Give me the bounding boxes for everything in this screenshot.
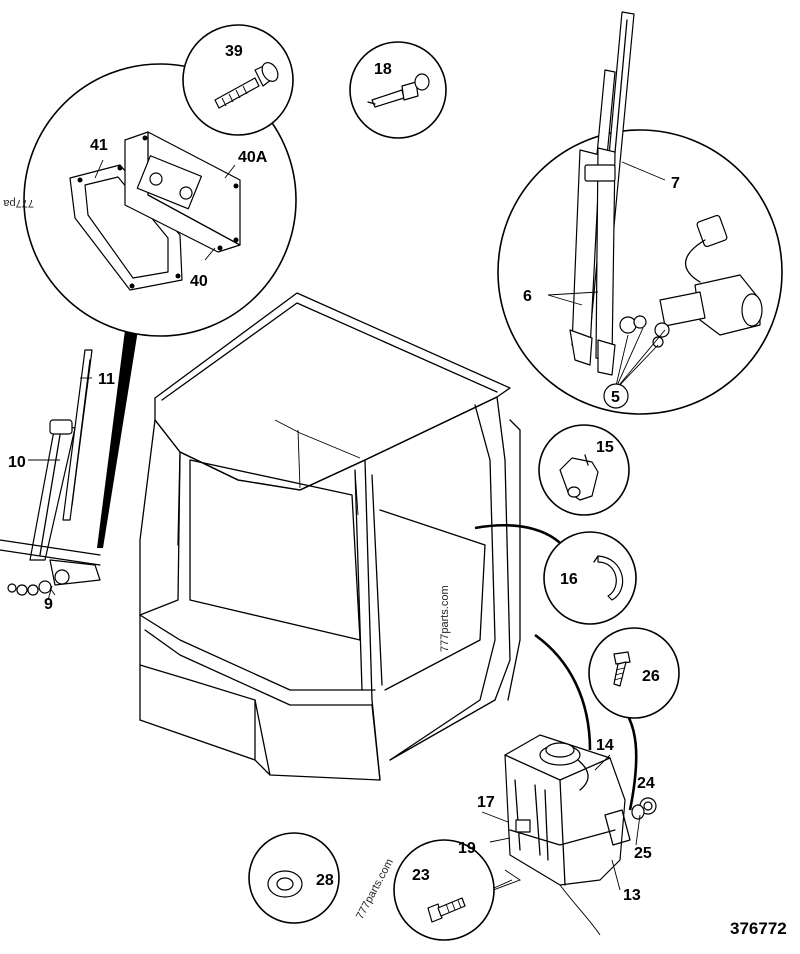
callout-39: 39	[225, 43, 243, 60]
callout-6: 6	[523, 288, 532, 305]
left-wiper-assembly	[0, 349, 101, 601]
watermark-2: 777parts.com	[354, 857, 396, 921]
callout-40: 40	[190, 273, 208, 290]
detail-circle-clamp-16	[543, 531, 637, 625]
callout-14: 14	[596, 737, 614, 754]
detail-circle-stud-18	[349, 41, 447, 139]
callout-26: 26	[642, 668, 660, 685]
detail-circle-bolt-39	[182, 24, 294, 136]
callout-25: 25	[634, 845, 652, 862]
callout-leaders	[28, 459, 641, 891]
callout-13: 13	[623, 887, 641, 904]
callout-41: 41	[90, 137, 108, 154]
callout-17: 17	[477, 794, 495, 811]
callout-16: 16	[560, 571, 578, 588]
callout-15: 15	[596, 439, 614, 456]
callout-labels: 39 18 41 40A 40 7 6 5 11 10 9 15 16 26 1…	[8, 43, 680, 904]
cab-body	[139, 292, 638, 811]
detail-circle-screw-26	[588, 627, 680, 719]
detail-circle-wiper-motor	[497, 11, 783, 415]
callout-19: 19	[458, 840, 476, 857]
detail-circle-grommet-28	[248, 832, 340, 924]
grommet-24-25	[631, 797, 657, 820]
callout-11: 11	[98, 371, 115, 388]
callout-23: 23	[412, 867, 430, 884]
callout-10: 10	[8, 454, 26, 471]
callout-9: 9	[44, 596, 53, 613]
callout-18: 18	[374, 61, 392, 78]
washer-bottle	[479, 734, 631, 936]
callout-24: 24	[637, 775, 655, 792]
callout-40a: 40A	[238, 149, 268, 166]
detail-circle-bolt-23	[393, 839, 513, 941]
callout-5: 5	[611, 389, 620, 406]
diagram-reference-number: 376772	[730, 919, 787, 938]
watermark-3: 777pa	[3, 197, 34, 209]
watermark-1: 777parts.com	[439, 585, 451, 652]
detail-circle-clip-15	[538, 424, 630, 516]
callout-28: 28	[316, 872, 334, 889]
callout-7: 7	[671, 175, 680, 192]
